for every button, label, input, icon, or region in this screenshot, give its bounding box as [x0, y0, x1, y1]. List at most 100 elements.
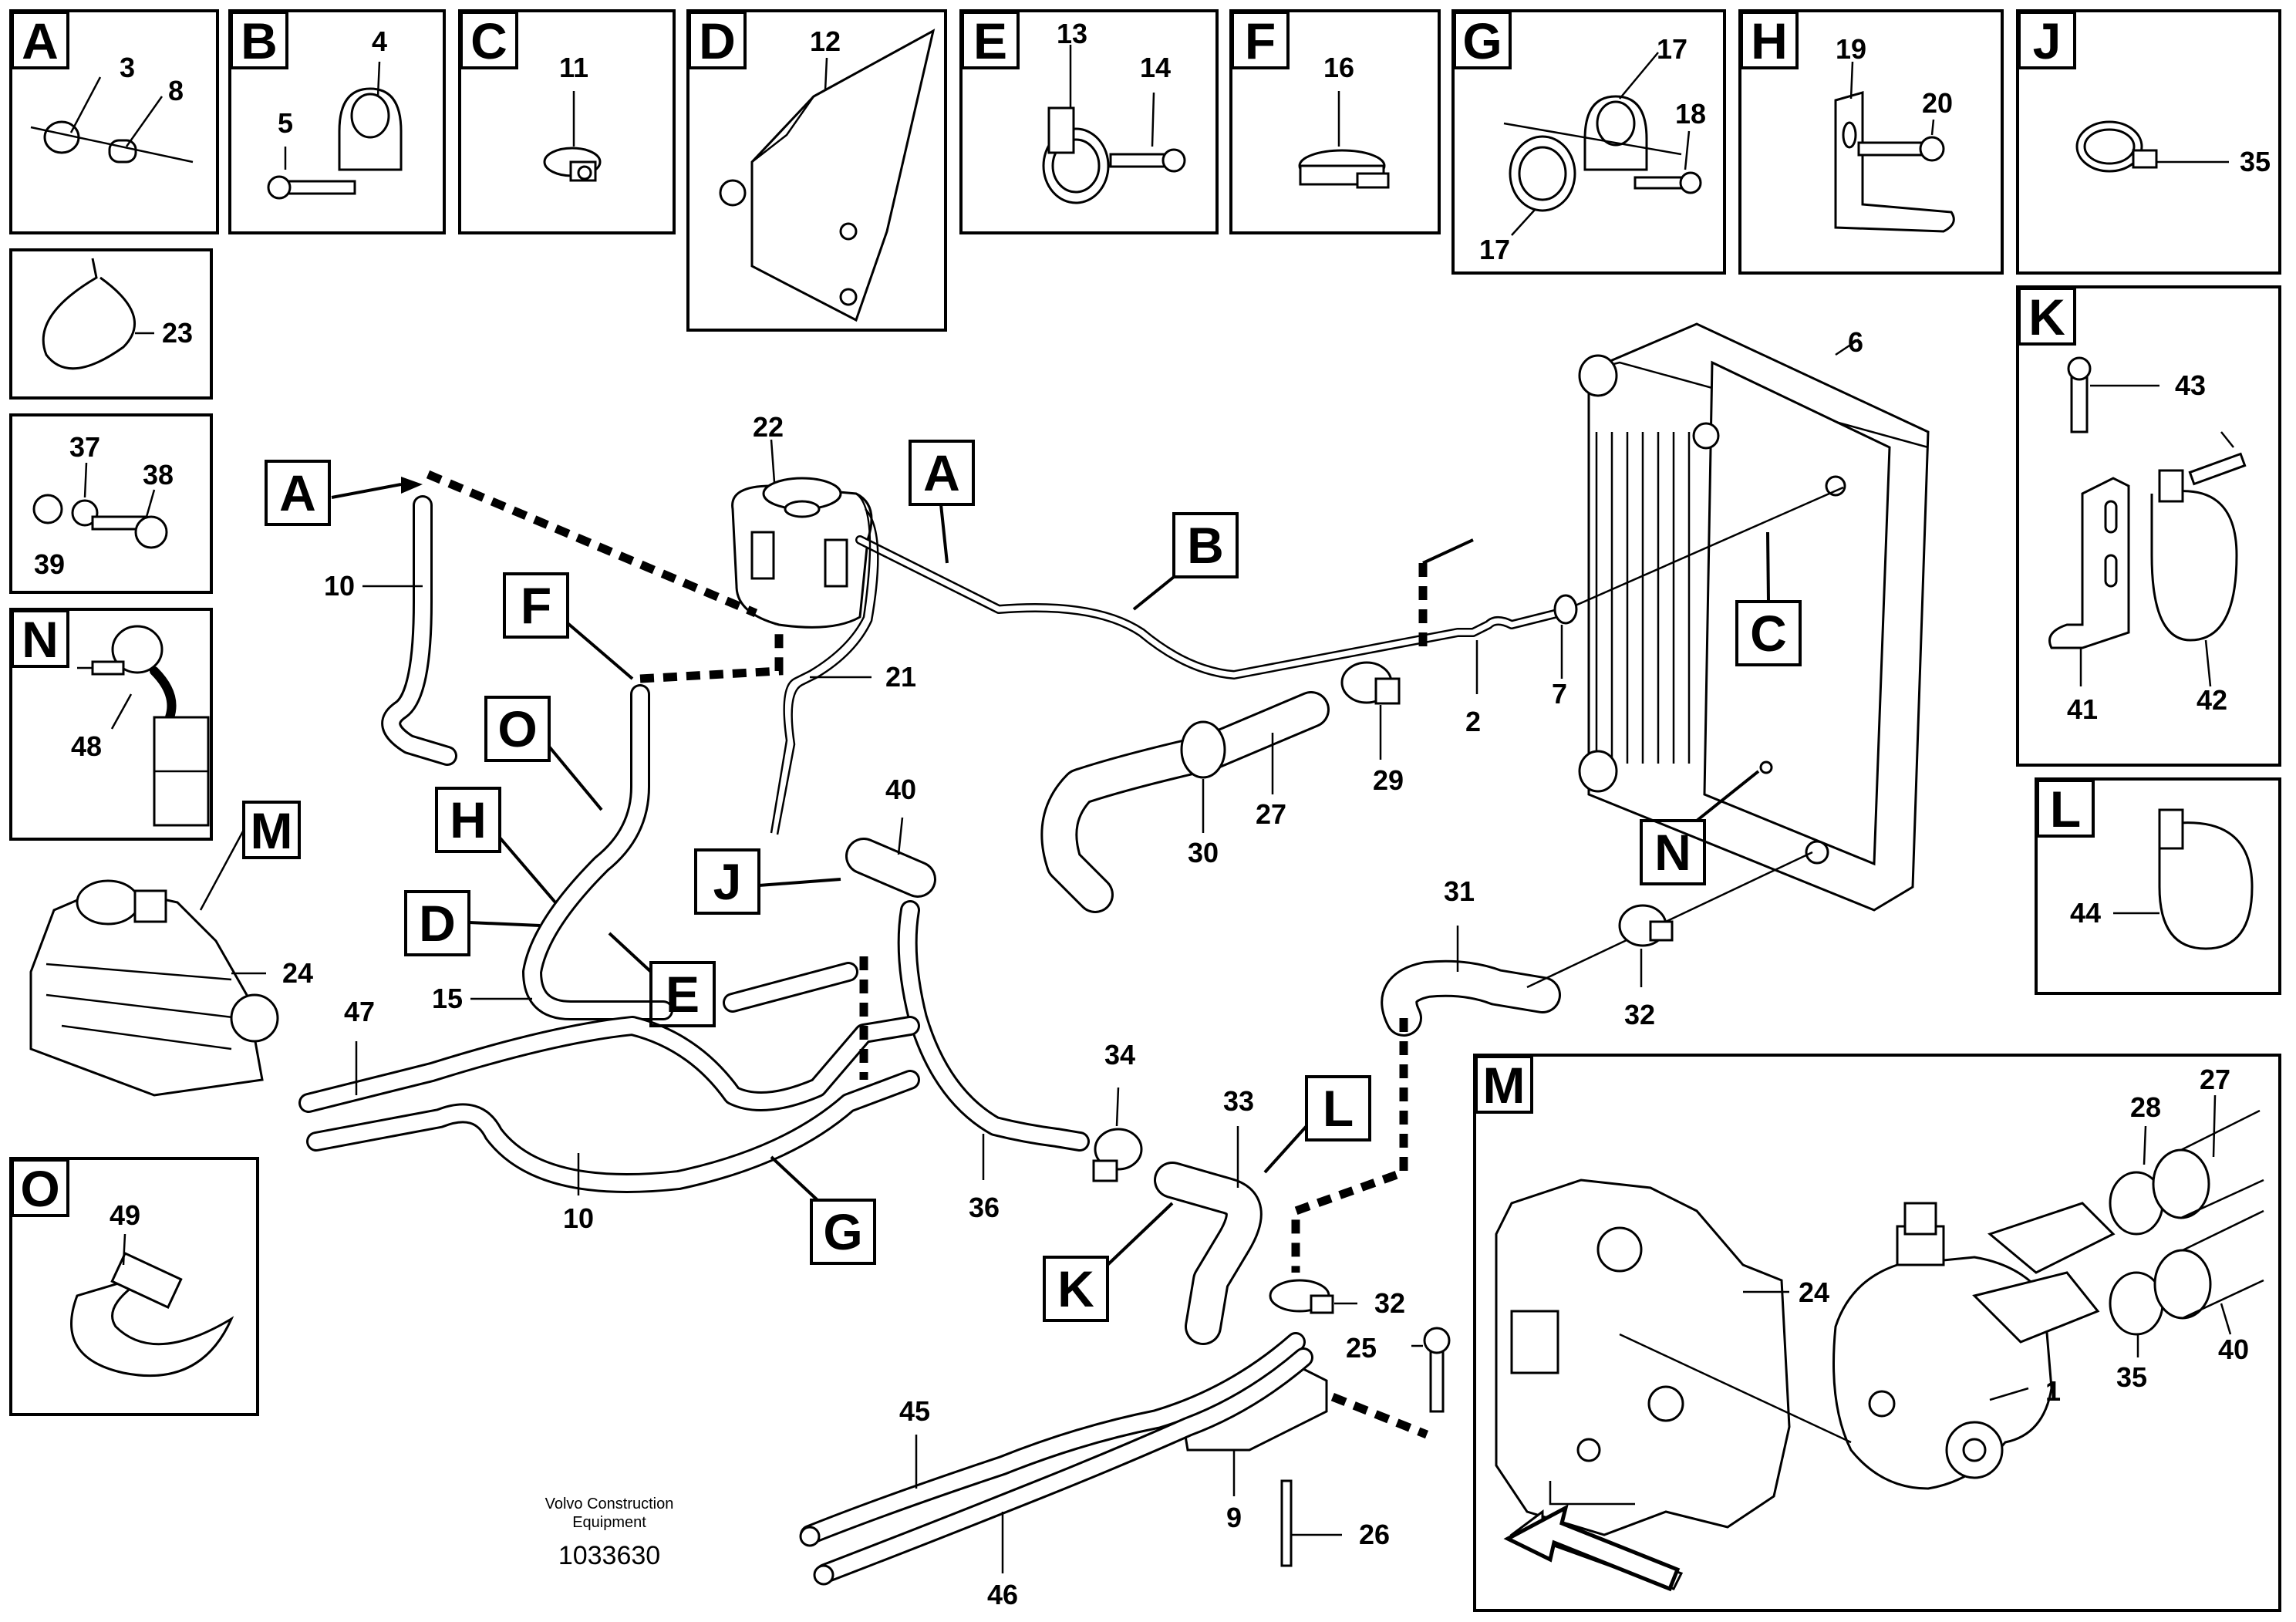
part-label-7: 7 — [1552, 678, 1567, 710]
part-label-45: 45 — [899, 1395, 930, 1427]
callout-j: J — [694, 848, 841, 915]
company-name-line2: Equipment — [572, 1514, 646, 1531]
part-label-47: 47 — [344, 996, 375, 1027]
engine-letter-m: M — [251, 802, 293, 859]
part-label-27: 27 — [1256, 798, 1286, 830]
part-label-1: 1 — [2045, 1375, 2061, 1407]
detail-panel-n: N 48 — [9, 608, 213, 841]
panel-letter-l: L — [2050, 781, 2081, 838]
part-label-14: 14 — [1140, 52, 1171, 83]
callout-letter-b: B — [1187, 517, 1224, 574]
callout-l: L — [1263, 1075, 1371, 1174]
detail-panel-e: E 13 14 — [959, 9, 1219, 234]
detail-panel-o: O 49 — [9, 1157, 259, 1416]
engine-overview-m: M 24 — [29, 801, 313, 1097]
company-name-line1: Volvo Construction — [545, 1496, 674, 1512]
part-label-21: 21 — [885, 661, 916, 693]
detail-panel-d: D 12 — [686, 9, 947, 332]
part-label-13: 13 — [1057, 18, 1087, 49]
part-label-28: 28 — [2130, 1091, 2161, 1123]
panel-letter-f: F — [1245, 12, 1276, 69]
part-label-2: 2 — [1465, 706, 1481, 737]
detail-panel-g: G 17 18 17 — [1451, 9, 1726, 275]
callout-a-right: A — [909, 440, 975, 564]
callout-b: B — [1132, 512, 1239, 611]
part-label-27-detail: 27 — [2200, 1064, 2230, 1095]
callout-c: C — [1735, 531, 1802, 666]
callout-letter-l: L — [1323, 1080, 1354, 1137]
part-label-46: 46 — [987, 1579, 1018, 1610]
callout-letter-n: N — [1654, 824, 1691, 881]
part-label-26: 26 — [1359, 1519, 1390, 1550]
part-label-19: 19 — [1836, 33, 1866, 65]
part-label-10-upper: 10 — [324, 570, 355, 602]
part-label-24-detail: 24 — [1799, 1276, 1829, 1308]
part-label-20: 20 — [1922, 87, 1953, 119]
part-label-40-upper: 40 — [885, 774, 916, 805]
callout-letter-k: K — [1057, 1260, 1094, 1317]
part-label-41: 41 — [2067, 693, 2098, 725]
callout-letter-a-left: A — [279, 464, 316, 521]
callout-letter-g: G — [823, 1203, 862, 1260]
panel-letter-a: A — [22, 12, 59, 69]
panel-letter-d: D — [699, 12, 736, 69]
part-label-35-detail: 35 — [2116, 1361, 2147, 1393]
part-label-32-lower: 32 — [1374, 1287, 1405, 1319]
part-label-43: 43 — [2175, 369, 2206, 401]
part-label-18: 18 — [1675, 98, 1706, 130]
callout-letter-o: O — [497, 700, 537, 757]
part-label-33: 33 — [1223, 1085, 1254, 1117]
part-label-49: 49 — [110, 1199, 140, 1231]
callout-f: F — [503, 572, 634, 680]
callout-letter-c: C — [1750, 605, 1787, 662]
panel-letter-b: B — [241, 12, 278, 69]
part-label-17-bottom: 17 — [1479, 234, 1510, 265]
part-label-36: 36 — [969, 1192, 1000, 1223]
part-label-4: 4 — [372, 25, 387, 57]
part-label-22: 22 — [753, 411, 784, 443]
part-label-32-upper: 32 — [1624, 999, 1655, 1030]
detail-panel-k: K 43 41 42 — [2016, 285, 2281, 767]
callout-letter-e: E — [666, 966, 700, 1023]
panel-letter-h: H — [1751, 12, 1788, 69]
panel-letter-k: K — [2028, 288, 2065, 346]
part-label-6: 6 — [1848, 326, 1863, 358]
panel-letter-c: C — [470, 12, 507, 69]
part-label-40-detail: 40 — [2218, 1334, 2249, 1365]
callout-d: D — [404, 890, 541, 956]
panel-letter-o: O — [20, 1160, 59, 1217]
part-label-24-engine: 24 — [282, 957, 313, 989]
detail-panel-j: J 35 — [2016, 9, 2281, 275]
detail-panel-b: B 4 5 — [228, 9, 446, 234]
part-label-39: 39 — [34, 548, 65, 580]
panel-letter-g: G — [1462, 12, 1502, 69]
callout-a-left: A — [265, 460, 331, 526]
panel-letter-n: N — [22, 611, 59, 668]
detail-panel-h: H 19 20 — [1738, 9, 2004, 275]
callout-o: O — [484, 696, 603, 811]
detail-panel-23: 23 — [9, 248, 213, 400]
callout-n: N — [1640, 770, 1760, 885]
direction-arrow — [1503, 1504, 1681, 1592]
expansion-tank: 22 — [731, 411, 873, 629]
panel-letter-j: J — [2033, 12, 2062, 69]
part-label-30: 30 — [1188, 837, 1219, 868]
callout-g: G — [770, 1155, 876, 1265]
detail-panel-l: L 44 — [2035, 777, 2281, 995]
part-label-35-j: 35 — [2240, 146, 2271, 177]
part-label-16: 16 — [1323, 52, 1354, 83]
part-label-34: 34 — [1104, 1039, 1135, 1071]
callout-k: K — [1043, 1202, 1174, 1322]
document-number: 1033630 — [558, 1541, 660, 1570]
part-label-15: 15 — [432, 983, 463, 1014]
part-label-48: 48 — [71, 730, 102, 762]
part-label-5: 5 — [278, 107, 293, 139]
callout-h: H — [435, 787, 557, 904]
callout-letter-d: D — [419, 895, 456, 952]
part-label-42: 42 — [2197, 684, 2227, 716]
part-label-8: 8 — [168, 75, 184, 106]
part-label-11: 11 — [559, 52, 588, 83]
part-label-38: 38 — [143, 459, 174, 491]
part-label-17-top: 17 — [1657, 33, 1687, 65]
part-label-12: 12 — [810, 25, 841, 57]
